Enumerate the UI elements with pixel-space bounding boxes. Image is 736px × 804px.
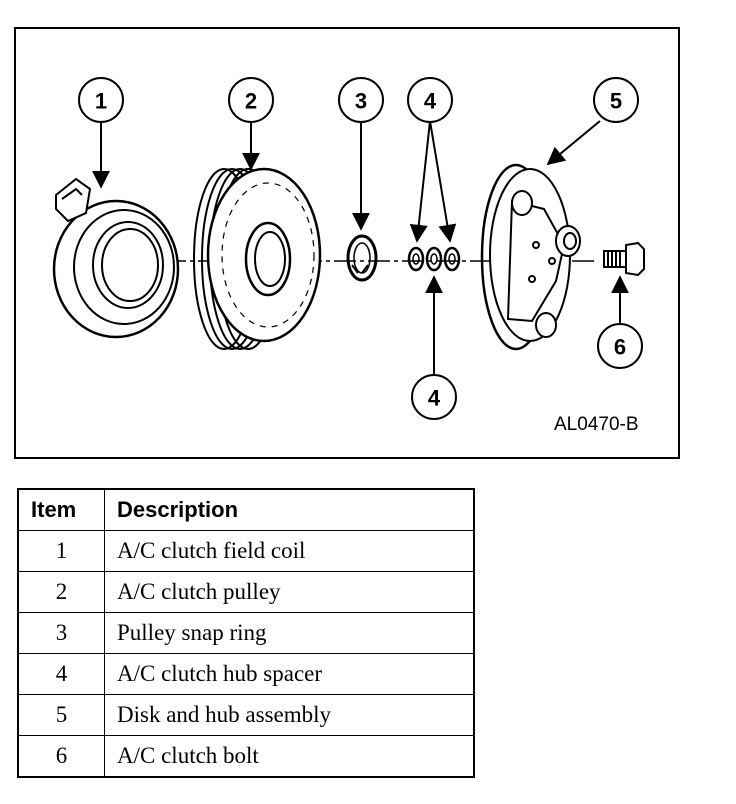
callout-label-5: 5 xyxy=(610,89,622,114)
callout-label-2: 2 xyxy=(245,89,257,114)
callout-label-4-bottom: 4 xyxy=(428,386,441,411)
leader-arrow-5 xyxy=(546,120,601,166)
header-item: Item xyxy=(17,488,105,531)
table-row: 5 Disk and hub assembly xyxy=(17,694,475,736)
clutch-bolt-drawing xyxy=(603,241,645,277)
row-description: Disk and hub assembly xyxy=(104,694,475,736)
callout-circle-6 xyxy=(597,323,643,369)
leader-arrow-4a xyxy=(409,120,431,243)
row-item: 4 xyxy=(17,653,105,695)
table-row: 2 A/C clutch pulley xyxy=(17,571,475,613)
table-row: 3 Pulley snap ring xyxy=(17,612,475,654)
row-description: A/C clutch bolt xyxy=(104,735,475,778)
figure-code: AL0470-B xyxy=(554,414,639,435)
callout-circle-4-top xyxy=(407,77,453,123)
snap-ring-drawing xyxy=(346,234,378,282)
callout-label-3: 3 xyxy=(355,89,367,114)
table-header-row: Item Description xyxy=(17,488,475,531)
row-item: 5 xyxy=(17,694,105,736)
table-row: 4 A/C clutch hub spacer xyxy=(17,653,475,695)
hub-spacers-drawing xyxy=(407,246,461,272)
table-row: 1 A/C clutch field coil xyxy=(17,530,475,572)
header-description: Description xyxy=(104,488,475,531)
callout-circle-1 xyxy=(78,77,124,123)
callout-circle-3 xyxy=(338,77,384,123)
row-description: A/C clutch field coil xyxy=(104,530,475,572)
callout-circle-5 xyxy=(593,77,639,123)
callout-label-6: 6 xyxy=(614,335,626,360)
callout-label-4-top: 4 xyxy=(424,89,437,114)
row-item: 6 xyxy=(17,735,105,778)
row-item: 3 xyxy=(17,612,105,654)
diagram-canvas: 1 2 3 4 4 5 6 AL0470-B xyxy=(52,77,645,435)
callout-circle-4-bottom xyxy=(411,374,457,420)
leader-arrows xyxy=(92,120,629,377)
row-description: Pulley snap ring xyxy=(104,612,475,654)
exploded-view-diagram: 1 2 3 4 4 5 6 AL0470-B xyxy=(14,27,680,459)
pulley-drawing xyxy=(193,167,322,350)
table-row: 6 A/C clutch bolt xyxy=(17,735,475,778)
leader-arrow-4b xyxy=(429,120,457,243)
callout-label-1: 1 xyxy=(95,89,107,114)
callout-circle-2 xyxy=(228,77,274,123)
row-item: 2 xyxy=(17,571,105,613)
parts-table: Item Description 1 A/C clutch field coil… xyxy=(17,488,475,778)
row-description: A/C clutch pulley xyxy=(104,571,475,613)
row-item: 1 xyxy=(17,530,105,572)
field-coil-drawing xyxy=(52,177,180,339)
row-description: A/C clutch hub spacer xyxy=(104,653,475,695)
disk-hub-drawing xyxy=(480,163,581,351)
